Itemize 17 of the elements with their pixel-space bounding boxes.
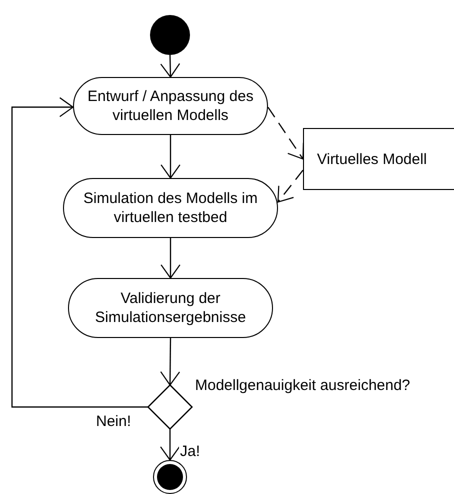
node-label: Virtuelles Modell	[317, 150, 427, 168]
node-label: Validierung der Simulationsergebnisse	[94, 289, 247, 327]
arrow	[11, 97, 148, 408]
node-label: Simulation des Modells im virtuellen testbed	[82, 189, 259, 227]
object-box	[303, 128, 454, 190]
start-node	[150, 15, 190, 55]
decision-label: Modellgenauigkeit ausreichend?	[195, 378, 410, 394]
end-node	[153, 460, 187, 494]
node-label: Entwurf / Anpassung des virtuellen Modells	[86, 87, 254, 125]
arrow	[160, 429, 180, 461]
arrow	[268, 106, 304, 160]
arrow	[160, 238, 180, 279]
arrow	[277, 170, 304, 203]
arrow	[160, 338, 180, 386]
arrow	[160, 135, 180, 179]
action-node	[63, 178, 278, 238]
arrow	[160, 54, 180, 78]
